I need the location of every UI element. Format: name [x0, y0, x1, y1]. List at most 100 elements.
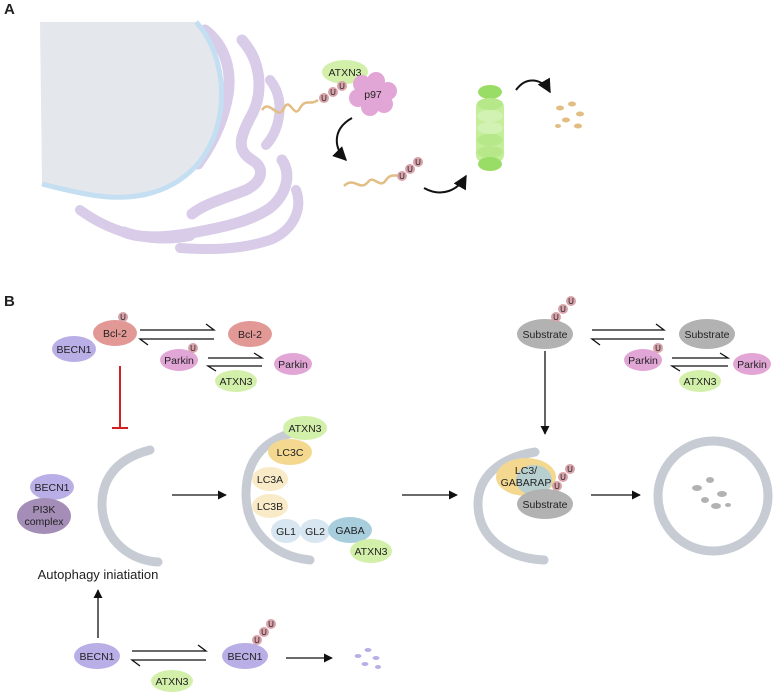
becn1-label-b2: BECN1	[34, 482, 69, 494]
parkin-protein-b3	[624, 349, 662, 371]
pi3k-label-line1: PI3K	[33, 504, 56, 516]
equilibrium-arrows-bcl2	[138, 323, 216, 346]
p97-hexamer	[349, 72, 397, 116]
svg-text:U: U	[655, 344, 661, 353]
lc3-gabarap-label-line1: LC3/	[515, 465, 537, 477]
parkin-label-b4: Parkin	[737, 359, 767, 371]
p97-label: p97	[364, 89, 382, 101]
gaba-label: GABA	[335, 525, 364, 537]
substrate-label-1: Substrate	[523, 329, 568, 341]
ubiquitin-chain-substrate: U U U	[551, 296, 576, 322]
svg-text:U: U	[261, 628, 267, 637]
autolysosome	[653, 436, 773, 556]
atxn3-label-b2: ATXN3	[288, 423, 321, 435]
svg-text:U: U	[568, 297, 574, 306]
becn1-protein-b3	[74, 643, 120, 669]
autophagy-initiation-label: Autophagy iniatiation	[38, 567, 159, 582]
atxn3-protein-b1	[215, 370, 257, 392]
becn1-protein-b2	[30, 474, 74, 500]
atxn3-label-a: ATXN3	[328, 67, 361, 79]
lc3b-protein	[252, 494, 288, 518]
atxn3-label-b5: ATXN3	[155, 676, 188, 688]
substrate-cargo	[517, 489, 573, 519]
pi3k-complex	[17, 498, 71, 534]
inhibition-line	[112, 366, 128, 429]
arrow-curve-a1	[332, 117, 353, 161]
ubiquitin-chain-a2: U U U	[397, 157, 423, 181]
phagophore-lc3	[241, 427, 315, 565]
becn1-protein-b1	[52, 336, 96, 362]
lc3a-protein	[252, 467, 288, 491]
gaba-protein	[328, 517, 372, 543]
atxn3-protein-b3	[350, 539, 392, 563]
lc3a-label: LC3A	[257, 474, 283, 486]
arrow-curve-a3	[515, 77, 551, 94]
parkin-protein-b2	[274, 353, 312, 375]
gl1-protein	[271, 519, 301, 543]
substrate-ub	[517, 319, 573, 349]
equilibrium-arrows-substrate	[590, 323, 666, 346]
ubiquitin-chain-a1: U U U	[319, 81, 347, 103]
lc3c-label: LC3C	[277, 447, 304, 459]
lc3c-protein	[268, 439, 312, 465]
svg-text:U: U	[553, 313, 559, 322]
panel-b-label: B	[4, 293, 15, 310]
parkin-label-b2: Parkin	[278, 359, 308, 371]
substrate-free	[679, 319, 735, 349]
atxn3-label-b3: ATXN3	[354, 546, 387, 558]
svg-text:U: U	[567, 465, 573, 474]
parkin-protein-b4	[733, 353, 771, 375]
pi3k-label-line2: complex	[24, 516, 64, 528]
svg-text:U: U	[268, 620, 274, 629]
becn1-label-b3: BECN1	[79, 651, 114, 663]
atxn3-label-b1: ATXN3	[219, 376, 252, 388]
bcl2-label-b2: Bcl-2	[238, 329, 262, 341]
unfolded-polypeptide-a2	[343, 172, 403, 187]
gl2-label: GL2	[305, 526, 325, 538]
nucleus	[40, 20, 224, 200]
becn1-fragments	[354, 648, 381, 669]
arrow-curve-a2	[423, 174, 467, 194]
svg-text:U: U	[415, 158, 421, 167]
proteasome	[476, 85, 504, 171]
becn1-label-b1: BECN1	[56, 344, 91, 356]
phagophore-cargo	[473, 447, 549, 565]
svg-text:U: U	[554, 482, 560, 491]
becn1-protein-b4	[222, 643, 268, 669]
parkin-label-b3: Parkin	[628, 355, 658, 367]
ubiquitin-parkin-2	[653, 343, 663, 353]
becn1-label-b4: BECN1	[227, 651, 262, 663]
phagophore-initiation	[97, 445, 163, 567]
svg-text:U: U	[120, 313, 126, 322]
svg-text:U: U	[330, 88, 336, 97]
equilibrium-arrows-parkin-2	[669, 352, 731, 372]
atxn3-protein-b2	[283, 416, 327, 440]
parkin-label-b1: Parkin	[164, 355, 194, 367]
svg-text:U: U	[560, 305, 566, 314]
equilibrium-arrows-becn1	[130, 644, 208, 667]
equilibrium-arrows-parkin-1	[205, 352, 265, 372]
svg-text:U: U	[254, 636, 260, 645]
bcl2-label-b1: Bcl-2	[103, 328, 127, 340]
svg-text:U: U	[321, 94, 327, 103]
ubiquitin-parkin-1	[188, 343, 198, 353]
lc3b-label: LC3B	[257, 501, 283, 513]
ubiquitin-chain-becn1: U U U	[252, 619, 276, 645]
ubiquitin-chain-cargo: U U U	[552, 464, 575, 491]
gl2-protein	[300, 519, 330, 543]
unfolded-polypeptide-a1	[260, 98, 319, 114]
lc3-gabarap-label-line2: GABARAP	[501, 477, 552, 489]
bcl2-protein-b2	[228, 321, 272, 347]
bcl2-protein-b1	[93, 320, 137, 346]
atxn3-protein-b5	[151, 670, 193, 692]
peptide-fragments-a	[555, 101, 584, 129]
atxn3-protein-b4	[679, 370, 721, 392]
gl1-label: GL1	[276, 526, 296, 538]
parkin-protein-b1	[160, 349, 198, 371]
svg-text:U: U	[407, 165, 413, 174]
substrate-label-2: Substrate	[685, 329, 730, 341]
panel-a-label: A	[4, 1, 15, 18]
atxn3-label-b4: ATXN3	[683, 376, 716, 388]
svg-text:U: U	[560, 473, 566, 482]
